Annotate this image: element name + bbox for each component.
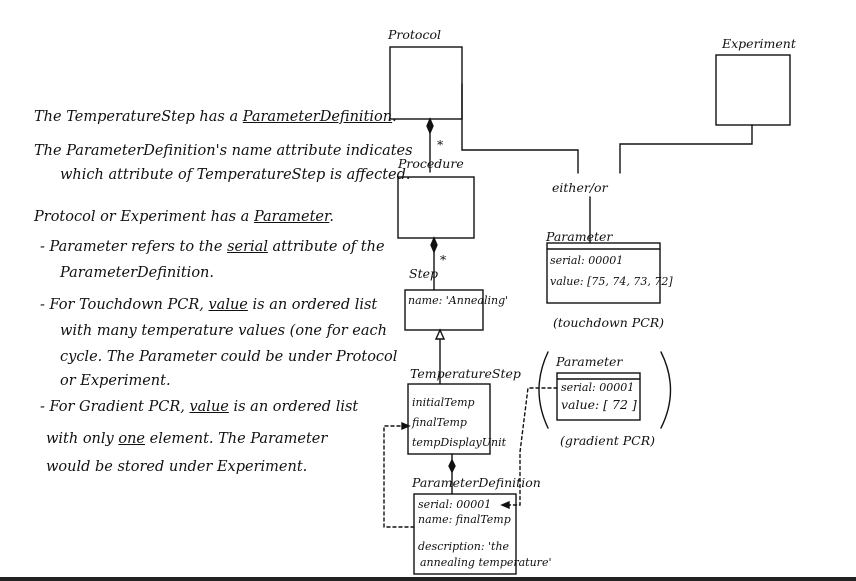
experiment-either-line [619,124,753,174]
generalization-arrowhead [434,328,446,340]
parameter-touchdown-serial: serial: 00001 [550,254,624,267]
composition-diamond [448,458,456,474]
temperaturestep-label: TemperatureStep [410,366,521,381]
note-underlined: one [118,431,145,447]
parameter-touchdown-title: Parameter [546,229,613,244]
note-text: . [329,209,334,225]
protocol-box [389,46,463,120]
note-line-9: cycle. The Parameter could be under Prot… [60,349,398,365]
either-or-label: either/or [552,180,608,195]
protocol-either-line [461,83,579,174]
note-text: attribute of the [267,239,385,255]
step-name-attr: name: 'Annealing' [408,294,509,307]
parameter-gradient-box [556,372,641,421]
temperaturestep-box [407,383,491,455]
parameter-gradient-caption: (gradient PCR) [560,433,656,448]
parameter-touchdown-box [546,242,661,304]
note-line-12: with only one element. The Parameter [46,426,327,452]
page-bottom-edge [0,577,856,581]
note-text: with only [46,431,119,447]
note-line-8: with many temperature values (one for ea… [60,323,387,339]
experiment-label: Experiment [722,36,796,51]
paramdef-attr-description: description: 'the [418,540,510,553]
protocol-label: Protocol [388,27,441,42]
note-line-1: The TemperatureStep has a ParameterDefin… [34,104,397,130]
parameter-gradient-title: Parameter [556,354,623,369]
note-line-3: which attribute of TemperatureStep is af… [60,167,411,183]
parameter-touchdown-value: value: [75, 74, 73, 72] [550,275,673,288]
paramdef-attr-description-cont: annealing temperature' [420,556,552,569]
multiplicity-label: * [440,252,447,267]
parameter-gradient-serial: serial: 00001 [561,381,635,394]
note-text: The TemperatureStep has a [34,109,243,125]
tempstep-attr-initialtemp: initialTemp [412,396,475,409]
note-underlined: Parameter [253,209,330,225]
note-line-4: Protocol or Experiment has a Parameter. [34,204,334,230]
paramdef-attr-name: name: finalTemp [418,513,511,526]
step-label: Step [409,266,438,281]
composition-diamond [426,117,434,135]
right-paren [660,351,672,429]
note-text: - For Gradient PCR, [40,399,190,415]
dashed-arrowhead [401,421,411,431]
procedure-label: Procedure [398,156,464,171]
left-paren [538,351,549,429]
multiplicity-label: * [437,137,444,152]
parameter-serial-dashed [507,387,558,506]
note-line-13: would be stored under Experiment. [46,459,308,475]
note-text: - For Touchdown PCR, [40,297,209,313]
note-underlined: value [189,399,229,415]
note-text: element. The Parameter [145,431,328,447]
step-box [404,289,484,331]
note-text: is an ordered list [247,297,378,313]
note-line-10: or Experiment. [60,373,171,389]
composition-diamond [430,236,438,254]
tempstep-attr-finaltemp: finalTemp [412,416,467,429]
parameterdefinition-box [413,493,517,575]
note-text: . [392,109,397,125]
note-underlined: serial [227,239,268,255]
parameter-gradient-value: value: [ 72 ] [561,397,637,412]
note-underlined: value [208,297,248,313]
paramdef-attr-serial: serial: 00001 [418,498,492,511]
note-text: is an ordered list [228,399,359,415]
note-text: Protocol or Experiment has a [34,209,254,225]
parameter-touchdown-caption: (touchdown PCR) [553,315,665,330]
note-text: - Parameter refers to the [40,239,228,255]
procedure-box [397,176,475,239]
parameterdefinition-label: ParameterDefinition [412,475,541,490]
tempstep-attr-tempdisplayunit: tempDisplayUnit [412,436,507,449]
note-underlined: ParameterDefinition [242,109,393,125]
note-line-11: - For Gradient PCR, value is an ordered … [40,394,358,420]
experiment-box [715,54,791,126]
note-line-6: ParameterDefinition. [60,265,214,281]
note-line-5: - Parameter refers to the serial attribu… [40,234,385,260]
paramdef-finaltemp-dashed [383,425,415,528]
dashed-arrowhead [500,500,510,510]
note-line-2: The ParameterDefinition's name attribute… [34,143,413,159]
note-line-7: - For Touchdown PCR, value is an ordered… [40,292,377,318]
